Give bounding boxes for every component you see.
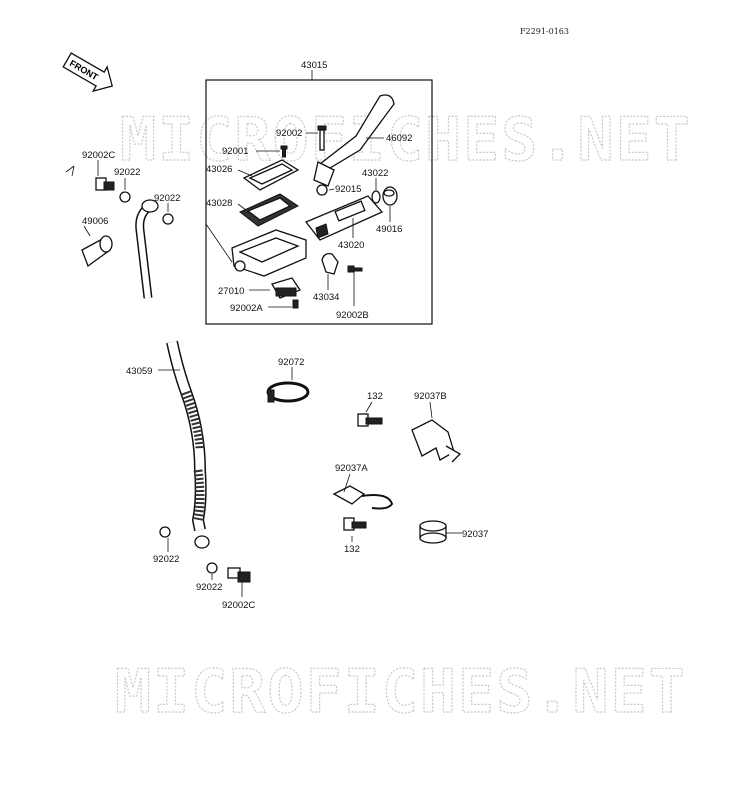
clamp-43034 (321, 252, 339, 275)
label-92072: 92072 (278, 357, 304, 368)
label-43026: 43026 (206, 164, 232, 175)
label-43022: 43022 (362, 168, 388, 179)
screw-92001 (280, 145, 288, 158)
label-43020: 43020 (338, 240, 364, 251)
bolt-132-bottom (343, 517, 367, 531)
piston-kit-43020 (304, 195, 384, 241)
bolt-92002B (347, 265, 363, 273)
label-92037A: 92037A (335, 463, 368, 474)
label-92015: 92015 (335, 184, 361, 195)
front-arrow-icon: FRONT (62, 52, 114, 93)
leader-lines (65, 70, 462, 597)
washer-92022-top1 (119, 191, 131, 203)
boot-43022 (371, 190, 381, 204)
reservoir-cap-43026 (242, 159, 300, 191)
watermark-bottom: MICROFICHES.NET (115, 657, 687, 727)
watermark-top: MICROFICHES.NET (120, 105, 692, 175)
washer-92022-top2 (162, 213, 174, 225)
bracket-92037B (411, 419, 462, 463)
banjo-bolt-92002C-bottom (227, 567, 251, 583)
screw-92002A (292, 299, 299, 309)
clamp-92072 (266, 381, 310, 403)
label-92022-top1: 92022 (114, 167, 140, 178)
cap-49006 (81, 235, 113, 268)
label-132-top: 132 (367, 391, 383, 402)
label-43034: 43034 (313, 292, 339, 303)
bolt-92002 (317, 125, 327, 151)
drawing-code: F2291-0163 (520, 27, 569, 36)
label-92002: 92002 (276, 128, 302, 139)
brake-lever-46092 (313, 94, 395, 187)
bracket-92037A (332, 485, 394, 510)
nut-92015 (316, 184, 328, 196)
washer-92022-bottom2 (206, 562, 218, 574)
label-46092: 46092 (386, 133, 412, 144)
diaphragm-43028 (239, 193, 299, 227)
label-43028: 43028 (206, 198, 232, 209)
label-92002B: 92002B (336, 310, 369, 321)
label-43059: 43059 (126, 366, 152, 377)
switch-27010 (271, 277, 301, 299)
washer-92022-bottom1 (159, 526, 171, 538)
master-cylinder-body (231, 229, 307, 277)
assembly-box (205, 79, 433, 325)
label-49016: 49016 (376, 224, 402, 235)
brake-hose-43059 (135, 199, 210, 549)
cap-49016 (382, 186, 398, 206)
label-92002C-bottom: 92002C (222, 600, 255, 611)
grommet-92037 (419, 520, 447, 544)
label-92037B: 92037B (414, 391, 447, 402)
label-43015: 43015 (301, 60, 327, 71)
label-49006: 49006 (82, 216, 108, 227)
label-92001: 92001 (222, 146, 248, 157)
banjo-bolt-92002C-top (95, 177, 115, 191)
label-132-bottom: 132 (344, 544, 360, 555)
label-92022-bottom2: 92022 (196, 582, 222, 593)
label-92002A: 92002A (230, 303, 263, 314)
label-92022-bottom1: 92022 (153, 554, 179, 565)
label-92022-top2: 92022 (154, 193, 180, 204)
bolt-132-top (357, 413, 383, 427)
label-92002C-top: 92002C (82, 150, 115, 161)
label-92037: 92037 (462, 529, 488, 540)
label-27010: 27010 (218, 286, 244, 297)
